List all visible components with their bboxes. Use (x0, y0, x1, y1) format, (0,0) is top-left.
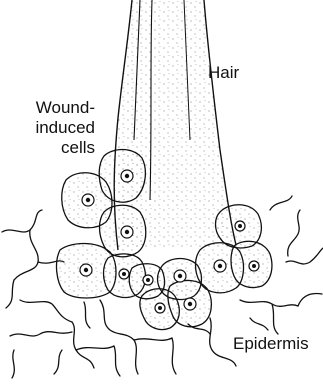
wound-label-line-3: cells (27, 138, 95, 158)
wound-label-line-1: Wound- (27, 98, 95, 118)
epidermis-label: Epidermis (233, 334, 309, 354)
wound-label-line-2: induced (27, 118, 95, 138)
hair-label: Hair (208, 63, 239, 83)
wound-induced-cells-label: Wound- induced cells (27, 98, 95, 158)
